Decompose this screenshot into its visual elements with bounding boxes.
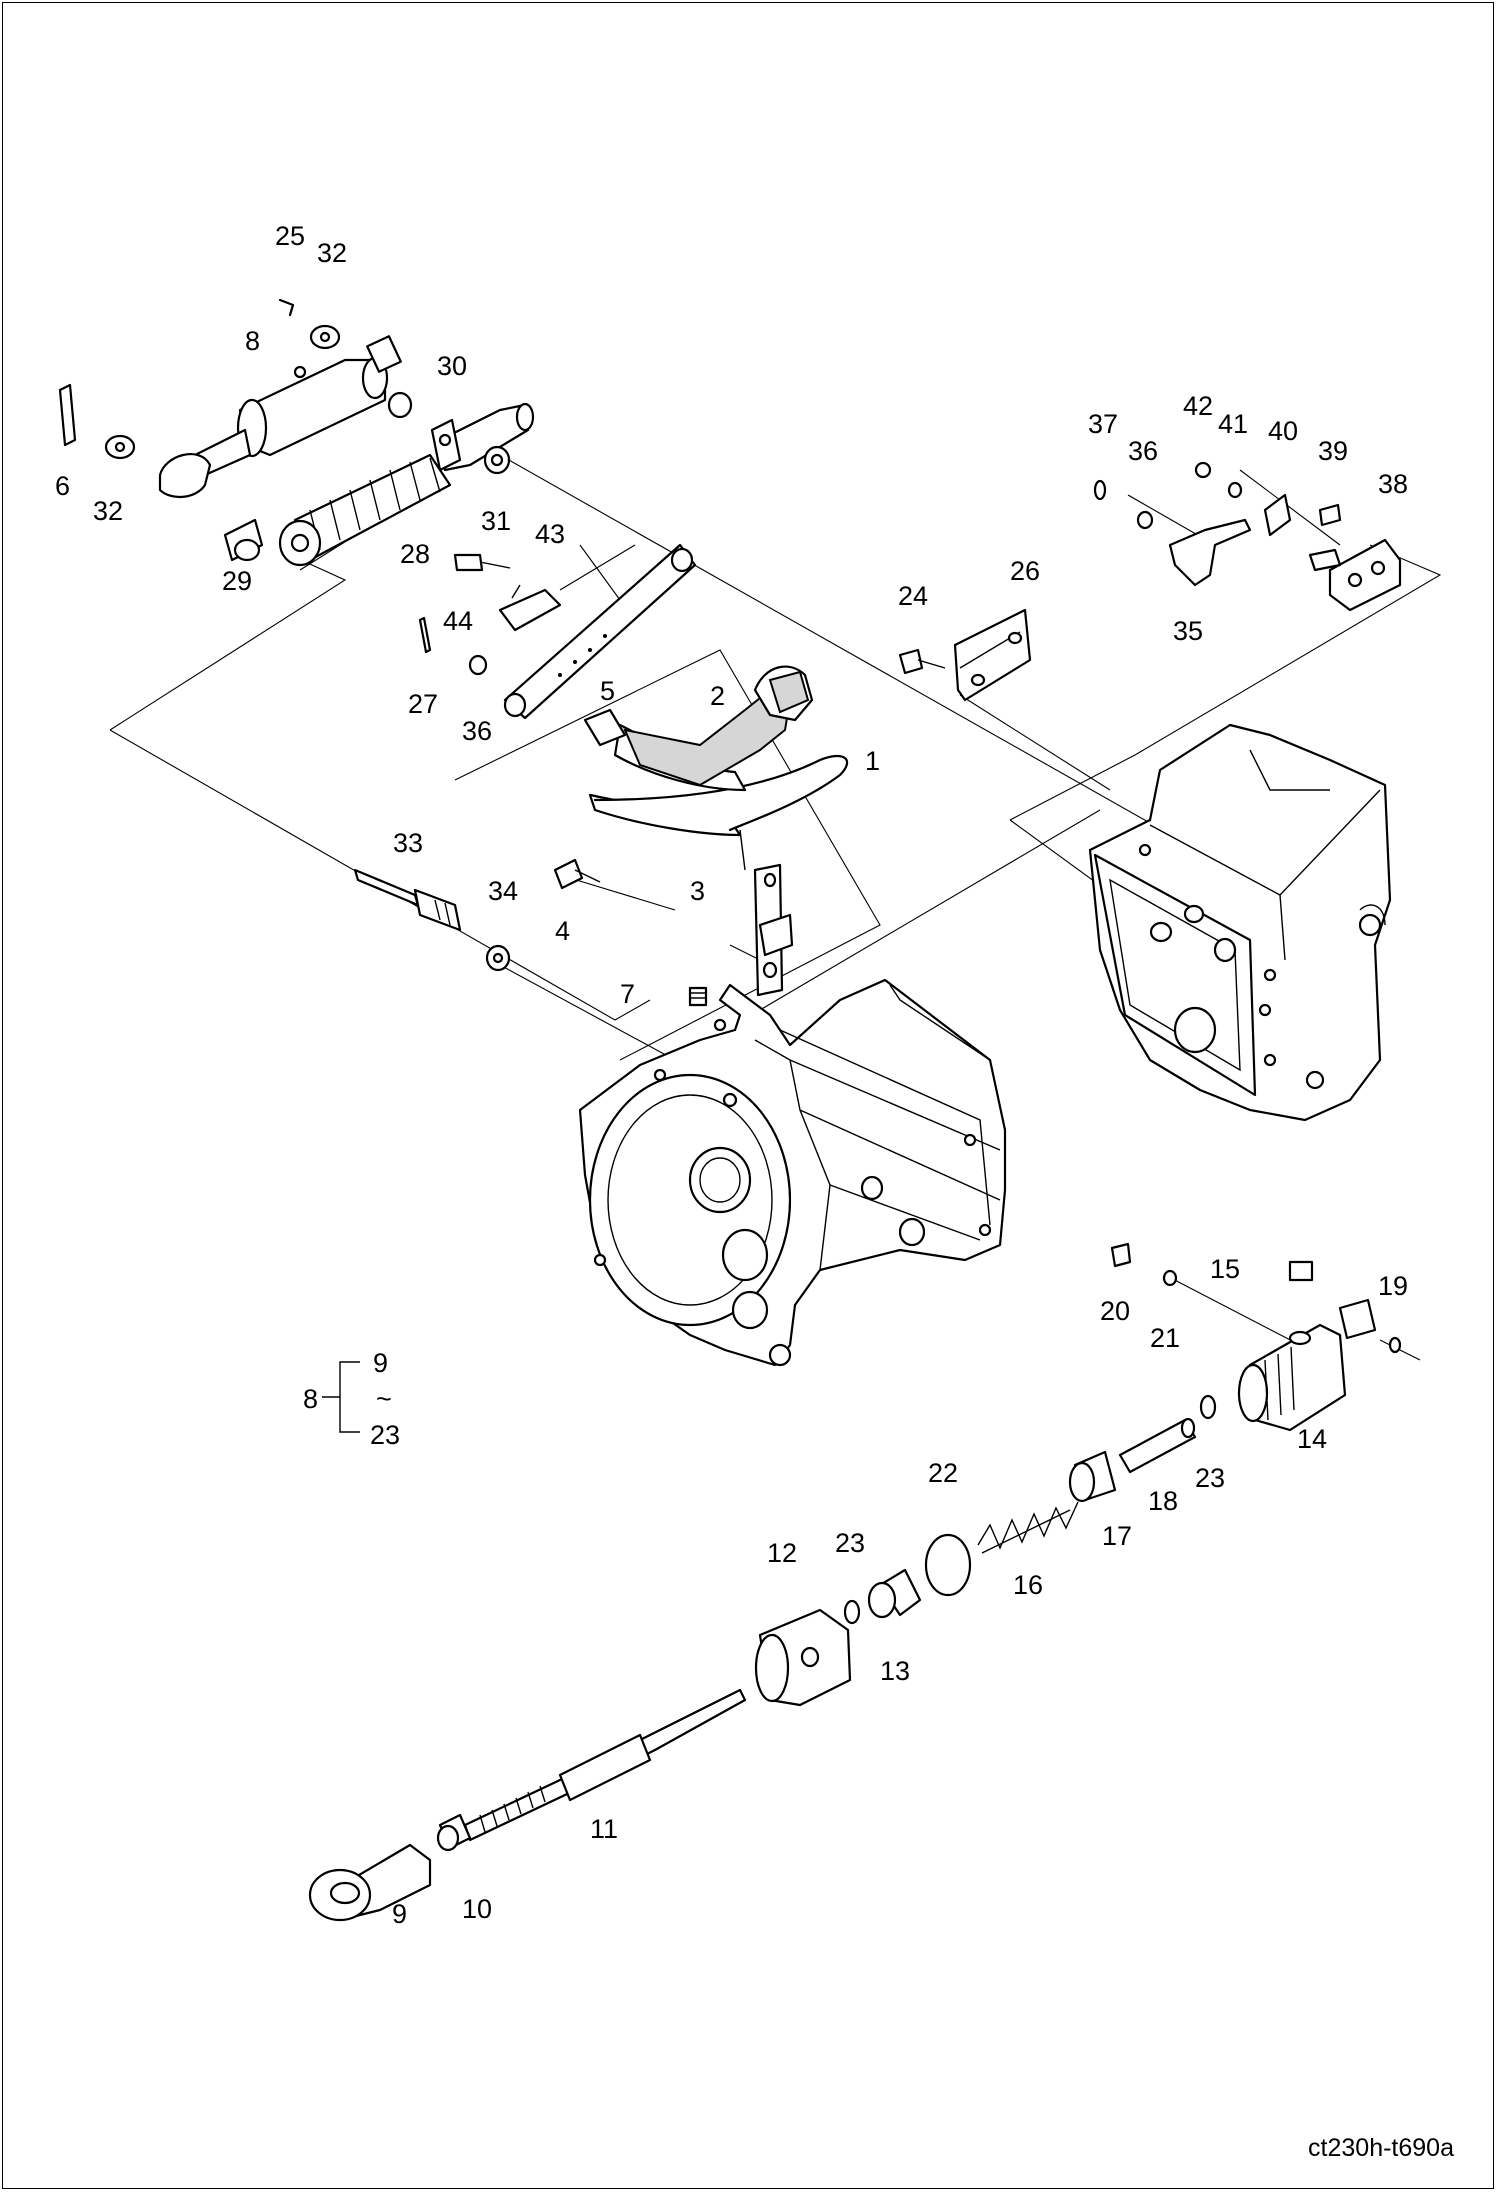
callout-40: 40 xyxy=(1268,416,1298,446)
callout-26: 26 xyxy=(1010,556,1040,586)
part-1-2-pedal-arm xyxy=(583,665,848,871)
callout-6: 6 xyxy=(55,471,70,501)
callout-7: 7 xyxy=(620,979,635,1009)
callout-35: 35 xyxy=(1173,616,1203,646)
callout-10: 10 xyxy=(462,1894,492,1924)
callout-36: 36 xyxy=(1128,436,1158,466)
callout-36-lower: 36 xyxy=(462,716,492,746)
callout-34: 34 xyxy=(488,876,518,906)
callout-12: 12 xyxy=(767,1538,797,1568)
callout-8: 8 xyxy=(245,326,260,356)
legend-from: 9 xyxy=(373,1348,388,1378)
callout-23-upper: 23 xyxy=(835,1528,865,1558)
legend-assembly-number: 8 xyxy=(303,1384,318,1414)
callout-28: 28 xyxy=(400,539,430,569)
drawing-code: ct230h-t690a xyxy=(1308,2134,1454,2162)
callout-18: 18 xyxy=(1148,1486,1178,1516)
callout-4: 4 xyxy=(555,916,570,946)
part-7-set-screw xyxy=(688,986,708,1007)
part-23-orings xyxy=(843,1394,1217,1625)
callout-19: 19 xyxy=(1378,1271,1408,1301)
transmission-front-housing xyxy=(578,978,1007,1367)
callout-23: 23 xyxy=(1195,1463,1225,1493)
callout-39: 39 xyxy=(1318,436,1348,466)
callout-33: 33 xyxy=(393,828,423,858)
callout-30: 30 xyxy=(437,351,467,381)
callout-32-lower: 32 xyxy=(93,496,123,526)
callout-24: 24 xyxy=(898,581,928,611)
part-35-clip xyxy=(1168,518,1252,587)
part-24-bolt xyxy=(898,648,946,675)
callout-42: 42 xyxy=(1183,391,1213,421)
part-18-pin xyxy=(1118,1417,1197,1474)
transmission-rear-housing xyxy=(1088,723,1392,1122)
part-4-bolt xyxy=(553,858,601,890)
callout-11: 11 xyxy=(590,1814,618,1844)
part-13-piston xyxy=(867,1568,922,1619)
callout-17: 17 xyxy=(1102,1521,1132,1551)
legend-to: 23 xyxy=(370,1420,400,1450)
part-10-nut xyxy=(436,1813,472,1852)
callout-37: 37 xyxy=(1088,409,1118,439)
part-27-pin-36-washer xyxy=(418,616,488,676)
part-17-spring-seat xyxy=(1068,1450,1117,1503)
callout-3: 3 xyxy=(690,876,705,906)
part-14-cylinder-body xyxy=(1237,1298,1377,1432)
part-33-threaded-shaft xyxy=(353,868,462,932)
top-right-small-parts xyxy=(1093,461,1342,530)
part-3-pedal-bracket xyxy=(753,863,794,997)
callout-27: 27 xyxy=(408,689,438,719)
assembly-legend-bracket xyxy=(322,1361,360,1433)
part-11-threaded-rod xyxy=(463,1688,747,1842)
callout-38: 38 xyxy=(1378,469,1408,499)
part-15-set-screw xyxy=(1288,1260,1314,1282)
legend-range-symbol: ~ xyxy=(376,1384,392,1414)
callout-labels: 1 2 3 4 5 6 7 8 9 10 11 12 13 14 15 16 1… xyxy=(55,221,1408,1929)
callout-32: 32 xyxy=(317,238,347,268)
callout-22: 22 xyxy=(928,1458,958,1488)
callout-14: 14 xyxy=(1297,1424,1327,1454)
part-12-cylinder-cap xyxy=(754,1608,852,1707)
small-hardware-top-left xyxy=(58,298,511,562)
callout-5: 5 xyxy=(600,676,615,706)
part-34-nut xyxy=(485,944,511,972)
callout-44: 44 xyxy=(443,606,473,636)
part-9-rod-end xyxy=(308,1843,432,1922)
callout-31: 31 xyxy=(481,506,511,536)
part-40-bracket xyxy=(1263,493,1292,537)
part-5-link-bar xyxy=(503,543,697,720)
callout-9: 9 xyxy=(392,1899,407,1929)
callout-25: 25 xyxy=(275,221,305,251)
part-22-ring xyxy=(924,1533,972,1597)
part-26-plate xyxy=(953,608,1032,702)
part-8-cylinder-upper xyxy=(158,335,402,498)
callout-20: 20 xyxy=(1100,1296,1130,1326)
callout-1: 1 xyxy=(865,746,880,776)
callout-16: 16 xyxy=(1013,1570,1043,1600)
callout-15: 15 xyxy=(1210,1254,1240,1284)
part-43-bracket xyxy=(453,553,562,632)
part-38-hinge xyxy=(1308,538,1402,612)
callout-2: 2 xyxy=(710,681,725,711)
callout-41: 41 xyxy=(1218,409,1248,439)
part-16-spring xyxy=(977,1501,1079,1554)
part-28-spring-cylinder xyxy=(278,402,535,567)
callout-13: 13 xyxy=(880,1656,910,1686)
parts-20-21-bolt-washer xyxy=(1110,1242,1178,1287)
part-19-pin xyxy=(1388,1336,1402,1354)
callout-29: 29 xyxy=(222,566,252,596)
callout-43: 43 xyxy=(535,519,565,549)
callout-21: 21 xyxy=(1150,1323,1180,1353)
assembly-guide-lines xyxy=(109,454,1442,1361)
